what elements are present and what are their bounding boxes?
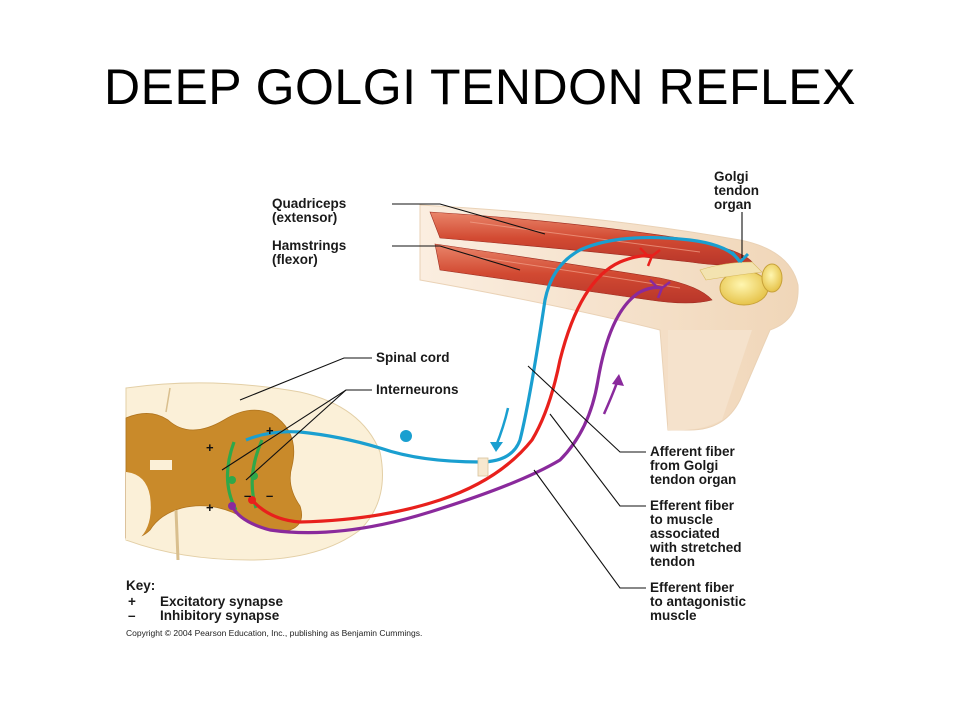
- afferent-fiber: [245, 235, 742, 464]
- leader-lines: [221, 203, 743, 589]
- nerve-root: [477, 457, 489, 477]
- efferent-fiber-antagonistic-label: Efferent fiber to antagonistic muscle: [650, 580, 750, 623]
- inhibitory-sign: –: [244, 488, 251, 503]
- excitatory-key-label: Excitatory synapse: [160, 594, 284, 609]
- excitatory-sign: +: [206, 500, 214, 515]
- hamstrings-muscle: [434, 243, 713, 304]
- interneurons-label: Interneurons: [376, 382, 459, 397]
- golgi-tendon-organ-label: Golgi tendon organ: [714, 169, 763, 212]
- knee-joint: [699, 261, 783, 306]
- excitatory-sign: +: [266, 423, 274, 438]
- copyright-notice: Copyright © 2004 Pearson Education, Inc.…: [126, 628, 422, 638]
- excitatory-sign: +: [206, 440, 214, 455]
- afferent-fiber-label: Afferent fiber from Golgi tendon organ: [650, 444, 739, 487]
- quadriceps-label: Quadriceps (extensor): [272, 196, 350, 225]
- inhibitory-key-label: Inhibitory synapse: [160, 608, 280, 623]
- key-heading: Key:: [126, 578, 155, 593]
- key-legend: Key: + Excitatory synapse – Inhibitory s…: [126, 578, 284, 623]
- hamstrings-label: Hamstrings (flexor): [272, 238, 350, 267]
- slide-title: DEEP GOLGI TENDON REFLEX: [103, 59, 856, 115]
- efferent-fiber-stretched-label: Efferent fiber to muscle associated with…: [649, 498, 745, 569]
- inhibitory-sign: –: [266, 488, 273, 503]
- efferent-fiber-stretched: [250, 254, 653, 524]
- inhibitory-key-symbol: –: [128, 608, 136, 623]
- spinal-cord-label: Spinal cord: [376, 350, 450, 365]
- efferent-fiber-antagonistic: [230, 285, 663, 535]
- excitatory-key-symbol: +: [128, 594, 136, 609]
